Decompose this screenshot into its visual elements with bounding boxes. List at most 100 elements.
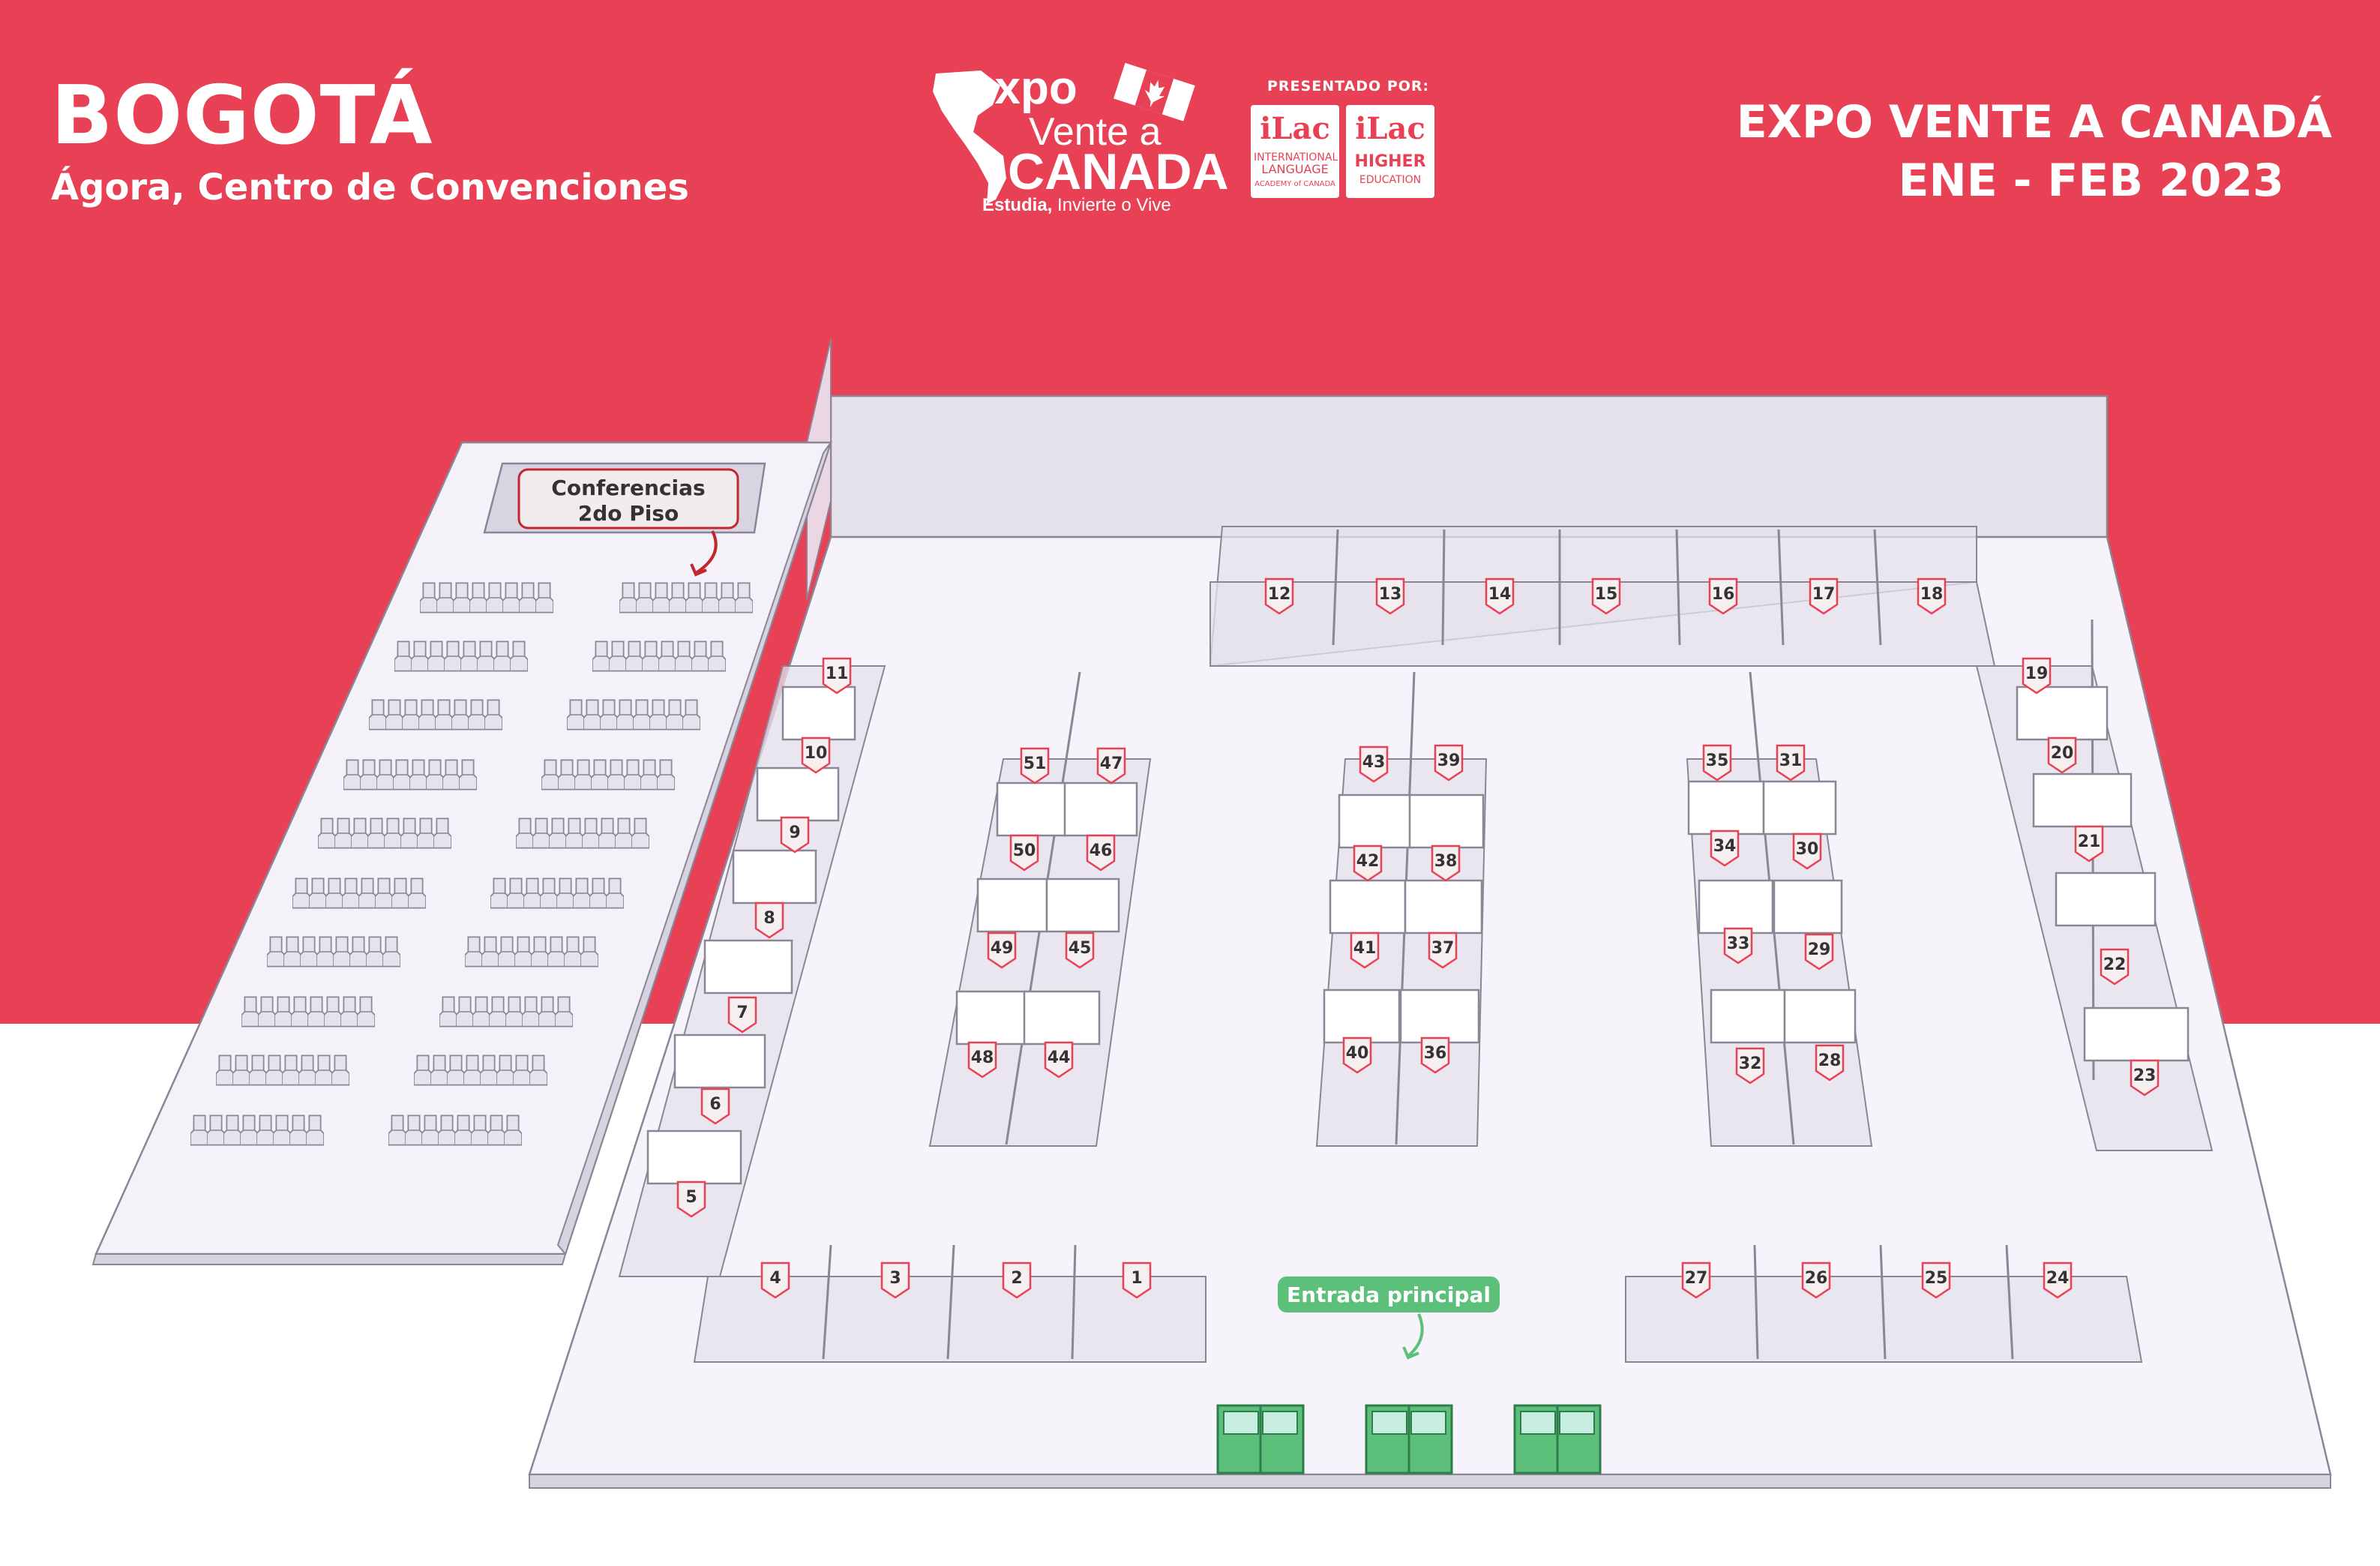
booth-tag-6[interactable]: 6 (700, 1088, 730, 1125)
booth-tag-10[interactable]: 10 (801, 736, 831, 774)
booth-number: 5 (685, 1188, 697, 1207)
chair-icon (685, 582, 703, 614)
chair-icon (708, 640, 726, 672)
booth-tag-7[interactable]: 7 (727, 996, 757, 1034)
chair-icon (666, 699, 684, 730)
booth-number: 15 (1595, 585, 1618, 604)
booth-tag-47[interactable]: 47 (1096, 747, 1126, 784)
booth-tag-37[interactable]: 37 (1428, 932, 1458, 969)
logo-canada-word: CANADA (1008, 143, 1229, 200)
booth-tag-14[interactable]: 14 (1485, 578, 1515, 615)
booth-tag-39[interactable]: 39 (1434, 744, 1464, 782)
booth-number: 31 (1779, 752, 1803, 770)
booth-tag-27[interactable]: 27 (1681, 1262, 1711, 1299)
booth-tag-11[interactable]: 11 (822, 657, 852, 694)
booth-tag-32[interactable]: 32 (1735, 1047, 1765, 1084)
booth-tag-8[interactable]: 8 (754, 902, 784, 939)
sponsor-line: ACADEMY of CANADA (1254, 180, 1335, 188)
booth-number: 6 (709, 1095, 721, 1114)
booth-tag-41[interactable]: 41 (1350, 932, 1380, 969)
booth-number: 24 (2046, 1269, 2070, 1288)
booth-tag-1[interactable]: 1 (1122, 1262, 1152, 1299)
booth-tag-19[interactable]: 19 (2022, 657, 2052, 694)
booth-tag-17[interactable]: 17 (1809, 578, 1839, 615)
chair-icon (405, 1114, 423, 1146)
chair-icon (718, 582, 736, 614)
booth-tag-33[interactable]: 33 (1723, 927, 1753, 964)
booth-tag-28[interactable]: 28 (1815, 1044, 1845, 1082)
booth-counters (646, 686, 2190, 1185)
booth-tag-4[interactable]: 4 (760, 1262, 790, 1299)
booth-tag-43[interactable]: 43 (1359, 746, 1389, 783)
booth-tag-30[interactable]: 30 (1792, 832, 1822, 870)
booth-number: 26 (1805, 1269, 1828, 1288)
booth-tag-42[interactable]: 42 (1353, 844, 1383, 882)
chair-icon (249, 1054, 267, 1086)
chair-icon (291, 996, 309, 1028)
booth-tag-shape (1815, 1044, 1845, 1082)
chair-icon (414, 1054, 432, 1086)
booth-tag-50[interactable]: 50 (1009, 834, 1039, 872)
chair-icon (325, 878, 343, 909)
chair-icon (615, 818, 633, 849)
chair-icon (324, 996, 342, 1028)
booth-tag-15[interactable]: 15 (1591, 578, 1621, 615)
chair-icon (393, 759, 411, 790)
booth-tag-48[interactable]: 48 (967, 1041, 997, 1078)
conferences-label-line2: 2do Piso (578, 501, 679, 526)
chair-icon (477, 640, 495, 672)
booth-tag-45[interactable]: 45 (1065, 932, 1095, 969)
booth-number: 51 (1024, 754, 1047, 773)
chair-icon (232, 1054, 250, 1086)
booth-tag-12[interactable]: 12 (1264, 578, 1294, 615)
booth-tag-13[interactable]: 13 (1375, 578, 1405, 615)
booth-tag-shape (1002, 1262, 1032, 1299)
booth-tag-35[interactable]: 35 (1702, 744, 1732, 782)
sponsor-logo-ilac-higher-ed: iLac HIGHER EDUCATION (1346, 105, 1434, 198)
booth-tag-3[interactable]: 3 (880, 1262, 910, 1299)
chair-icon (555, 996, 573, 1028)
booth-tag-9[interactable]: 9 (780, 816, 810, 854)
booth-tag-shape (1917, 578, 1947, 615)
booth-tag-shape (822, 657, 852, 694)
booth-number: 38 (1434, 852, 1458, 871)
booth-number: 17 (1812, 585, 1836, 604)
chair-icon (484, 699, 502, 730)
booth-tag-34[interactable]: 34 (1710, 830, 1740, 867)
booth-tag-shape (700, 1088, 730, 1125)
chair-icon (513, 1054, 531, 1086)
booth-tag-44[interactable]: 44 (1044, 1041, 1074, 1078)
chair-icon (282, 1054, 300, 1086)
booth-number: 4 (769, 1269, 781, 1288)
booth-tag-23[interactable]: 23 (2130, 1059, 2160, 1096)
booth-tag-2[interactable]: 2 (1002, 1262, 1032, 1299)
chair-icon (538, 996, 556, 1028)
booth-tag-21[interactable]: 21 (2074, 825, 2104, 862)
booth-tag-29[interactable]: 29 (1804, 933, 1834, 970)
booth-tag-shape (1776, 744, 1806, 782)
booth-tag-20[interactable]: 20 (2047, 736, 2077, 774)
booth-tag-26[interactable]: 26 (1801, 1262, 1831, 1299)
chair-icon (283, 936, 301, 968)
booth-tag-51[interactable]: 51 (1020, 747, 1050, 784)
booth-tag-36[interactable]: 36 (1420, 1036, 1450, 1074)
chair-icon (442, 759, 460, 790)
booth-tag-31[interactable]: 31 (1776, 744, 1806, 782)
booth-tag-38[interactable]: 38 (1431, 844, 1461, 882)
booth-tag-16[interactable]: 16 (1708, 578, 1738, 615)
booth-tag-shape (1020, 747, 1050, 784)
booth-tag-46[interactable]: 46 (1086, 834, 1116, 872)
logo-tagline: Estudia, Invierte o Vive (982, 195, 1171, 216)
booth-tag-40[interactable]: 40 (1342, 1036, 1372, 1074)
booth-tag-22[interactable]: 22 (2100, 948, 2130, 986)
chair-icon (510, 640, 528, 672)
booth-tag-49[interactable]: 49 (987, 932, 1017, 969)
chair-icon (472, 996, 490, 1028)
booth-tag-24[interactable]: 24 (2043, 1262, 2073, 1299)
booth-tag-5[interactable]: 5 (676, 1180, 706, 1218)
booth-tag-shape (727, 996, 757, 1034)
booth-tag-18[interactable]: 18 (1917, 578, 1947, 615)
booth-number: 14 (1488, 585, 1512, 604)
booth-tag-25[interactable]: 25 (1921, 1262, 1951, 1299)
sponsor-line: EDUCATION (1359, 174, 1422, 186)
